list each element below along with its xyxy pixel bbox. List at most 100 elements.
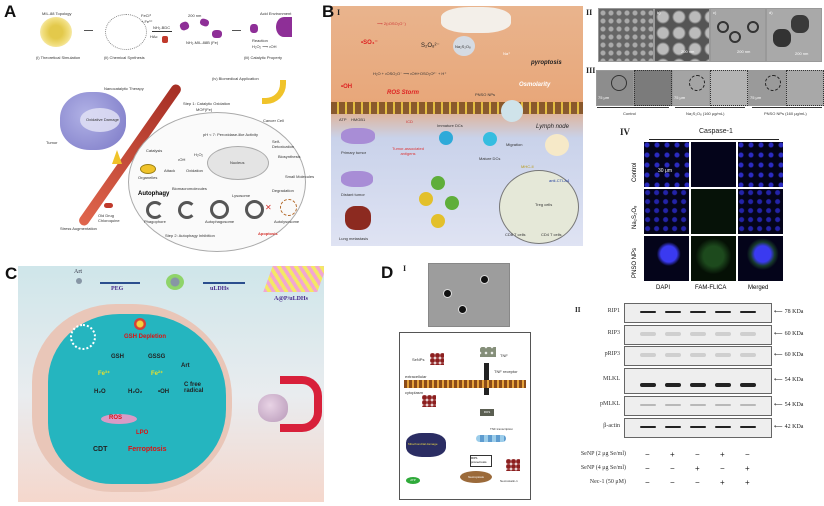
art-label-2: Art bbox=[181, 363, 190, 369]
step1-label: Step 1: Catalytic Oxidation bbox=[183, 101, 231, 106]
cell-outline bbox=[689, 75, 705, 91]
blot-band bbox=[715, 311, 731, 313]
col-label-dapi: DAPI bbox=[656, 285, 671, 291]
membrane bbox=[404, 380, 526, 388]
fluor-pnso-dapi bbox=[644, 236, 689, 281]
chloroquine-label: Old Drug Chloroquine bbox=[98, 213, 120, 223]
attack-label: Attack bbox=[164, 168, 176, 173]
uldhs-label: uLDHs bbox=[210, 286, 229, 292]
left-arrow-icon: ⟵ bbox=[774, 402, 783, 408]
cell-img-na-2 bbox=[710, 70, 748, 106]
treatment-label: SeNP (4 μg Se/ml) bbox=[580, 465, 626, 471]
cancer-cell-label: Cancer Cell bbox=[263, 118, 284, 123]
sulfate-radical: •SO₄⁻ bbox=[361, 40, 378, 46]
drug-capsule-icon bbox=[104, 203, 113, 208]
pyroptosis-label: pyroptosis bbox=[531, 60, 562, 66]
group-line-na bbox=[675, 107, 745, 108]
necroptosis-pathway: SeNPs TNF TNF receptor extracellular cyt… bbox=[399, 332, 531, 500]
treatment-sign: + bbox=[745, 464, 750, 473]
autolysosome-label: Autolysosome bbox=[274, 219, 300, 224]
acid-env-label: Acid Environment bbox=[260, 11, 292, 16]
treatment-sign: − bbox=[645, 450, 650, 459]
block-cross-icon: ✕ bbox=[265, 203, 272, 212]
gssg-label: GSSG bbox=[148, 354, 166, 360]
lysosome-label: Lysosome bbox=[232, 193, 251, 198]
treatment-sign: − bbox=[670, 478, 675, 487]
row-label-na: Na₂S₂O₈ bbox=[632, 205, 638, 229]
organelles-label: Organelles bbox=[138, 175, 158, 180]
necroptosis-ellipse: Necroptosis bbox=[460, 471, 492, 483]
oxidative-damage-label: Oxidative Damage bbox=[86, 117, 119, 122]
primary-tumor-icon bbox=[341, 128, 375, 144]
group-line-control bbox=[597, 107, 669, 108]
nec1-cluster bbox=[506, 459, 520, 471]
pnso-label: PNSO NPs bbox=[475, 92, 496, 97]
blot-band bbox=[740, 426, 756, 428]
treg-label: Treg cells bbox=[535, 202, 553, 207]
mof-fe-label: MOF(Fe) bbox=[196, 107, 213, 112]
h2o2-reaction: H₂O₂ ⟶ •OH bbox=[252, 44, 277, 49]
blot-band bbox=[740, 353, 756, 357]
blot-band bbox=[690, 332, 706, 336]
topology-label: MIL-88 Topology bbox=[42, 11, 72, 16]
phagophore-icon bbox=[146, 201, 164, 219]
fluor-control-dapi: 30 μm bbox=[644, 142, 689, 187]
persulfate-eq: ⟶ 2(•OSO₂O⁻) bbox=[377, 21, 406, 26]
blot-size-label: 42 KDa bbox=[784, 424, 804, 430]
group-label-na: Na₂S₂O₈ (160 μg/mL) bbox=[686, 111, 725, 116]
caspase-line bbox=[649, 139, 779, 140]
blot-band bbox=[665, 426, 681, 428]
em-image-b: b) 200 nm bbox=[654, 8, 710, 62]
nanocatalytic-label: Nanocatalytic Therapy bbox=[104, 86, 144, 91]
lymph-node-label: Lymph node bbox=[536, 124, 569, 130]
product-label: A@P/uLDHs bbox=[274, 296, 308, 302]
blot-band bbox=[690, 311, 706, 313]
phagophore-icon-2 bbox=[178, 201, 196, 219]
blot-size-label: 54 KDa bbox=[784, 402, 804, 408]
group-line-pnso bbox=[752, 107, 822, 108]
stress-label: Stress Augmentation bbox=[60, 226, 97, 231]
treatment-sign: − bbox=[695, 478, 700, 487]
senp-particle bbox=[459, 306, 466, 313]
blot-protein-label: β-actin bbox=[603, 423, 620, 429]
autolysosome-icon bbox=[280, 199, 297, 216]
cell-scale-2: 75 μm bbox=[674, 95, 686, 100]
fluor-na-dapi bbox=[644, 189, 689, 234]
phagophore-label: Phagophore bbox=[144, 219, 166, 224]
treatment-label: Nec-1 (50 μM) bbox=[589, 479, 626, 485]
migration-label: Migration bbox=[506, 142, 523, 147]
hydroxyl-eq: H₂O + •OSO₂O⁻ ⟶ •OH+OSO₂O²⁻ + H⁺ bbox=[373, 71, 447, 76]
reaction-label: Reaction bbox=[252, 38, 268, 43]
biomacro-label: Biomacromolecules bbox=[172, 186, 207, 191]
blot-band bbox=[640, 353, 656, 357]
h2o2-label: H₂O₂ bbox=[128, 389, 143, 395]
h2o-label: H₂O bbox=[94, 389, 106, 395]
senp-cluster-2 bbox=[422, 395, 436, 407]
mito-damage-label: Mitochondrial damage bbox=[408, 442, 438, 446]
na2s2o8-particle bbox=[453, 36, 475, 56]
oh-label: •OH bbox=[178, 157, 186, 162]
blot-band bbox=[690, 383, 706, 387]
cell-scale-3: 75 μm bbox=[750, 95, 762, 100]
persulfate-label: S₂O₈²⁻ bbox=[421, 43, 440, 49]
em-label-d: d) bbox=[769, 10, 773, 15]
tumor-label: Tumor bbox=[46, 140, 58, 145]
fe2-label: Fe²⁺ bbox=[151, 371, 164, 377]
treatment-label: SeNP (2 μg Se/ml) bbox=[580, 451, 626, 457]
lung-metastasis-label: Lung metastasis bbox=[339, 236, 369, 241]
mitochondria-icon bbox=[140, 164, 156, 174]
atp-label: ATP bbox=[339, 117, 347, 122]
subpanel-b-iii: III bbox=[586, 66, 596, 75]
yellow-arrow-up bbox=[112, 150, 122, 164]
blot-size-marker: ⟵78 KDa bbox=[774, 308, 803, 315]
step-iv-label: (iv) Biomedical Application bbox=[212, 76, 259, 81]
dna-helix bbox=[476, 435, 506, 442]
fluor-scale-label: 30 μm bbox=[658, 168, 672, 174]
cd4-label: CD4 T cells bbox=[541, 232, 562, 237]
blot-size-marker: ⟵54 KDa bbox=[774, 401, 803, 408]
blot-band bbox=[640, 383, 656, 387]
blot-size-marker: ⟵60 KDa bbox=[774, 330, 803, 337]
blot-size-label: 54 KDa bbox=[784, 377, 804, 383]
cytoplasm-label: cytoplasm bbox=[405, 390, 424, 395]
treatment-sign: + bbox=[720, 478, 725, 487]
